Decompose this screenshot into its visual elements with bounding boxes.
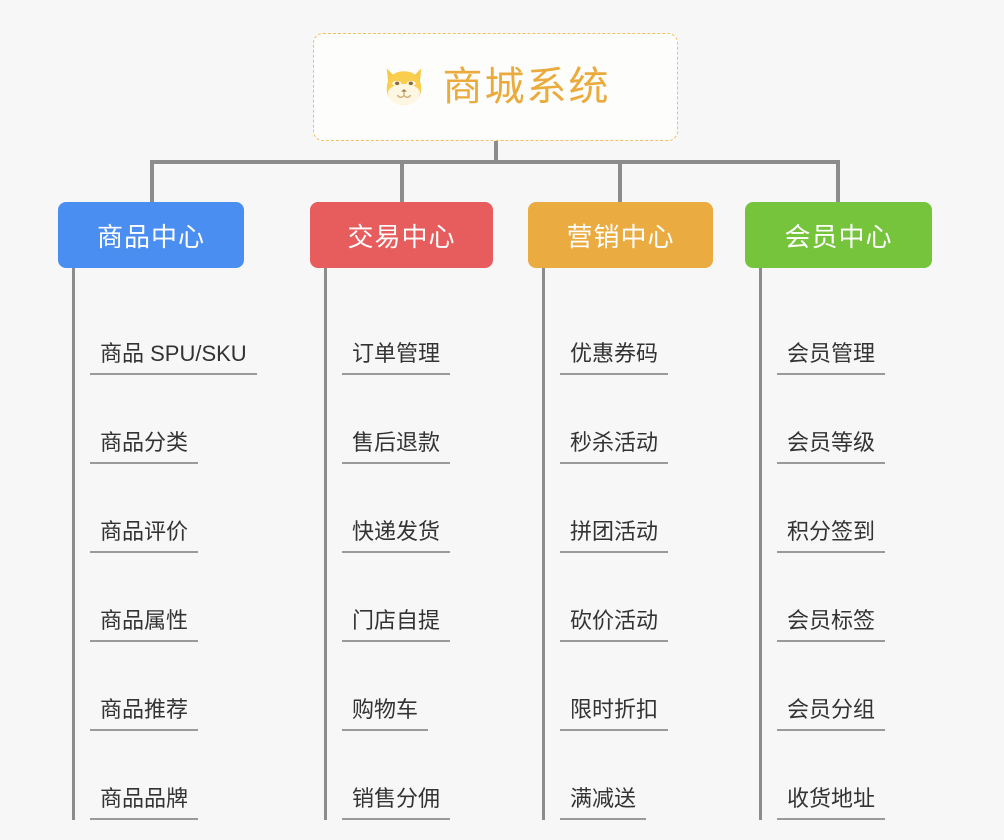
branch-items-0: 商品 SPU/SKU 商品分类 商品评价 商品属性 商品推荐 商品品牌 xyxy=(58,268,298,820)
branch-header-label: 商品中心 xyxy=(96,221,205,252)
branch-column-0: 商品中心 商品 SPU/SKU 商品分类 商品评价 商品属性 商品推荐 商品品牌 xyxy=(58,202,298,820)
connector-drop-1 xyxy=(400,160,404,202)
list-item-label: 限时折扣 xyxy=(560,697,669,731)
list-item[interactable]: 购物车 xyxy=(310,642,520,731)
branch-rail-0 xyxy=(72,268,75,820)
branch-header-3[interactable]: 会员中心 xyxy=(745,202,932,268)
list-item[interactable]: 秒杀活动 xyxy=(528,375,738,464)
branch-header-0[interactable]: 商品中心 xyxy=(58,202,244,268)
connector-root-stem xyxy=(494,141,498,163)
shiba-dog-icon xyxy=(386,68,421,105)
list-item-label: 秒杀活动 xyxy=(560,430,669,464)
root-node[interactable]: 商城系统 xyxy=(313,33,678,141)
list-item[interactable]: 会员分组 xyxy=(745,642,955,731)
list-item-label: 购物车 xyxy=(342,697,429,731)
list-item-label: 销售分佣 xyxy=(342,786,451,820)
list-item[interactable]: 商品评价 xyxy=(58,464,298,553)
list-item[interactable]: 会员管理 xyxy=(745,286,955,375)
list-item[interactable]: 快递发货 xyxy=(310,464,520,553)
connector-drop-0 xyxy=(150,160,154,202)
list-item[interactable]: 售后退款 xyxy=(310,375,520,464)
list-item-label: 优惠券码 xyxy=(560,341,669,375)
list-item[interactable]: 拼团活动 xyxy=(528,464,738,553)
list-item-label: 积分签到 xyxy=(777,519,886,553)
list-item-label: 商品推荐 xyxy=(90,697,199,731)
list-item-label: 会员等级 xyxy=(777,430,886,464)
list-item-label: 拼团活动 xyxy=(560,519,669,553)
list-item[interactable]: 满减送 xyxy=(528,731,738,820)
list-item[interactable]: 商品分类 xyxy=(58,375,298,464)
connector-drop-2 xyxy=(618,160,622,202)
list-item[interactable]: 商品 SPU/SKU xyxy=(58,286,298,375)
branch-items-2: 优惠券码 秒杀活动 拼团活动 砍价活动 限时折扣 满减送 xyxy=(528,268,738,820)
branch-rail-2 xyxy=(542,268,545,820)
list-item[interactable]: 积分签到 xyxy=(745,464,955,553)
branch-header-label: 交易中心 xyxy=(347,221,456,252)
root-title: 商城系统 xyxy=(442,65,611,109)
list-item-label: 会员管理 xyxy=(777,341,886,375)
branch-column-1: 交易中心 订单管理 售后退款 快递发货 门店自提 购物车 销售分佣 xyxy=(310,202,520,820)
list-item-label: 订单管理 xyxy=(342,341,451,375)
connector-horizontal-bar xyxy=(150,160,840,164)
branch-column-2: 营销中心 优惠券码 秒杀活动 拼团活动 砍价活动 限时折扣 满减送 xyxy=(528,202,738,820)
branch-header-label: 会员中心 xyxy=(784,221,893,252)
list-item-label: 快递发货 xyxy=(342,519,451,553)
list-item-label: 商品分类 xyxy=(90,430,199,464)
list-item-label: 砍价活动 xyxy=(560,608,669,642)
list-item-label: 售后退款 xyxy=(342,430,451,464)
list-item[interactable]: 会员等级 xyxy=(745,375,955,464)
list-item-label: 商品 SPU/SKU xyxy=(90,341,257,375)
list-item-label: 会员标签 xyxy=(777,608,886,642)
list-item-label: 会员分组 xyxy=(777,697,886,731)
list-item-label: 门店自提 xyxy=(342,608,451,642)
list-item[interactable]: 砍价活动 xyxy=(528,553,738,642)
branch-rail-1 xyxy=(324,268,327,820)
list-item-label: 满减送 xyxy=(560,786,647,820)
list-item[interactable]: 门店自提 xyxy=(310,553,520,642)
list-item-label: 商品品牌 xyxy=(90,786,199,820)
list-item-label: 收货地址 xyxy=(777,786,886,820)
branch-items-1: 订单管理 售后退款 快递发货 门店自提 购物车 销售分佣 xyxy=(310,268,520,820)
branch-header-1[interactable]: 交易中心 xyxy=(310,202,493,268)
connector-drop-3 xyxy=(836,160,840,202)
branch-header-label: 营销中心 xyxy=(566,221,675,252)
list-item[interactable]: 商品品牌 xyxy=(58,731,298,820)
list-item[interactable]: 会员标签 xyxy=(745,553,955,642)
list-item-label: 商品属性 xyxy=(90,608,199,642)
list-item[interactable]: 收货地址 xyxy=(745,731,955,820)
branch-header-2[interactable]: 营销中心 xyxy=(528,202,713,268)
branch-items-3: 会员管理 会员等级 积分签到 会员标签 会员分组 收货地址 xyxy=(745,268,955,820)
list-item[interactable]: 订单管理 xyxy=(310,286,520,375)
list-item[interactable]: 限时折扣 xyxy=(528,642,738,731)
branch-rail-3 xyxy=(759,268,762,820)
list-item-label: 商品评价 xyxy=(90,519,199,553)
list-item[interactable]: 销售分佣 xyxy=(310,731,520,820)
list-item[interactable]: 商品推荐 xyxy=(58,642,298,731)
list-item[interactable]: 优惠券码 xyxy=(528,286,738,375)
list-item[interactable]: 商品属性 xyxy=(58,553,298,642)
branch-column-3: 会员中心 会员管理 会员等级 积分签到 会员标签 会员分组 收货地址 xyxy=(745,202,955,820)
